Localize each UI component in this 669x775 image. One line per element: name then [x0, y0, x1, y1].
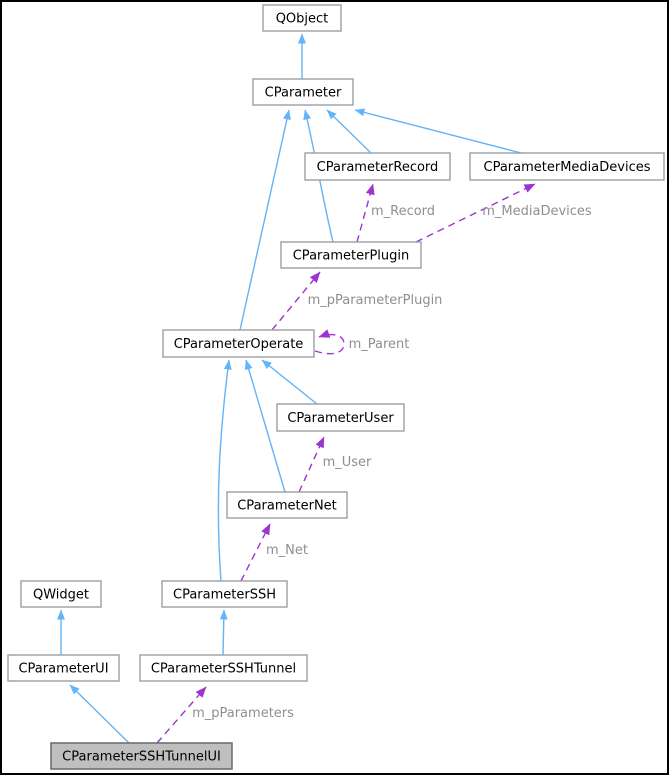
edge-m-net — [240, 523, 271, 582]
edge-sshtunnelui-to-ui — [69, 684, 130, 744]
svg-text:CParameterUser: CParameterUser — [287, 411, 394, 426]
svg-text:CParameterPlugin: CParameterPlugin — [293, 249, 410, 264]
edge-label-m-pparameterplugin: m_pParameterPlugin — [308, 293, 443, 308]
svg-text:QWidget: QWidget — [33, 588, 89, 603]
edge-m-pparameterplugin — [271, 271, 321, 331]
node-cparameter-operate[interactable]: CParameterOperate — [162, 329, 315, 358]
edge-label-m-pparameters: m_pParameters — [192, 706, 294, 721]
edge-m-record — [356, 183, 375, 243]
node-cparameter-ssh-tunnel[interactable]: CParameterSSHTunnel — [139, 654, 308, 682]
node-cparameter[interactable]: CParameter — [252, 78, 354, 106]
node-cparameter-plugin[interactable]: CParameterPlugin — [280, 241, 422, 269]
nodes: QObject CParameter CParameterRecord CPar… — [7, 4, 665, 770]
svg-text:CParameterUI: CParameterUI — [18, 662, 108, 677]
edge-m-pparameters — [156, 686, 207, 744]
edge-sshtunnel-to-ssh — [219, 609, 228, 656]
edge-label-m-user: m_User — [323, 455, 372, 470]
node-qwidget[interactable]: QWidget — [20, 580, 102, 608]
svg-text:QObject: QObject — [276, 12, 329, 27]
node-cparameter-user[interactable]: CParameterUser — [276, 403, 405, 432]
edge-label-m-net: m_Net — [266, 543, 308, 558]
edge-labels: m_Record m_MediaDevices m_pParameterPlug… — [192, 204, 592, 721]
edge-mediadevices-to-cparameter — [354, 108, 526, 155]
svg-text:CParameter: CParameter — [265, 86, 342, 101]
svg-text:CParameterSSHTunnelUI: CParameterSSHTunnelUI — [62, 750, 221, 765]
edge-label-m-record: m_Record — [371, 204, 435, 219]
edge-operate-to-cparameter — [239, 109, 291, 331]
edge-user-to-operate — [261, 359, 318, 405]
edge-label-m-mediadevices: m_MediaDevices — [482, 204, 592, 219]
svg-text:CParameterNet: CParameterNet — [237, 499, 337, 514]
svg-text:CParameterSSHTunnel: CParameterSSHTunnel — [151, 662, 296, 677]
node-cparameter-media-devices[interactable]: CParameterMediaDevices — [469, 152, 665, 181]
edge-m-user — [298, 436, 325, 493]
edge-record-to-cparameter — [326, 109, 372, 154]
svg-text:CParameterOperate: CParameterOperate — [174, 337, 304, 352]
svg-text:CParameterRecord: CParameterRecord — [317, 160, 439, 175]
svg-text:CParameterSSH: CParameterSSH — [173, 588, 276, 603]
node-cparameter-ssh[interactable]: CParameterSSH — [161, 580, 288, 608]
edge-m-mediadevices — [415, 183, 536, 243]
edge-net-to-operate — [244, 359, 286, 493]
inheritance-edges — [57, 33, 526, 744]
edge-m-parent-selfloop — [314, 329, 345, 355]
node-cparameter-record[interactable]: CParameterRecord — [304, 152, 451, 181]
edge-ssh-to-operate — [217, 359, 232, 582]
node-cparameter-net[interactable]: CParameterNet — [226, 491, 348, 519]
member-edges — [156, 183, 536, 744]
edge-label-m-parent: m_Parent — [349, 337, 410, 352]
node-qobject[interactable]: QObject — [262, 4, 342, 32]
node-cparameter-ui[interactable]: CParameterUI — [7, 654, 120, 682]
node-cparameter-ssh-tunnel-ui: CParameterSSHTunnelUI — [50, 742, 233, 770]
svg-text:CParameterMediaDevices: CParameterMediaDevices — [484, 160, 651, 175]
